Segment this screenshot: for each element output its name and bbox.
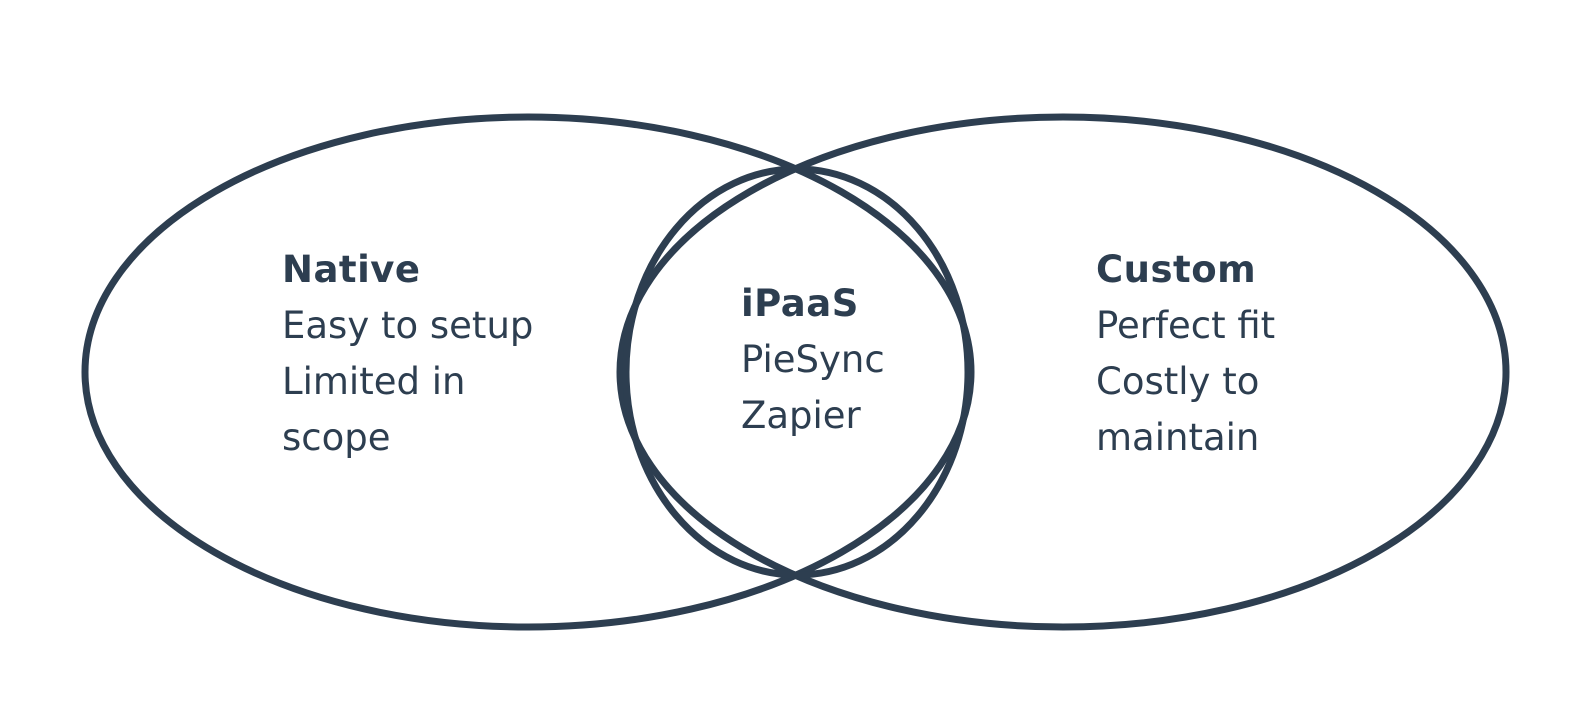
custom-group: Custom Perfect fit Costly to maintain [1096, 242, 1396, 466]
ipaas-group: iPaaS PieSync Zapier [741, 276, 961, 444]
ipaas-title: iPaaS [741, 282, 859, 325]
native-line-1: Easy to setup [282, 304, 534, 347]
custom-line-2: Costly to [1096, 360, 1260, 403]
native-title: Native [282, 248, 421, 291]
custom-ellipse [616, 113, 1510, 631]
native-group: Native Easy to setup Limited in scope [282, 242, 562, 466]
ipaas-ellipse [622, 165, 972, 579]
custom-title: Custom [1096, 248, 1257, 291]
native-line-2: Limited in [282, 360, 466, 403]
ipaas-line-2: Zapier [741, 394, 861, 437]
native-line-3: scope [282, 416, 391, 459]
custom-line-1: Perfect fit [1096, 304, 1276, 347]
ipaas-line-1: PieSync [741, 338, 885, 381]
custom-line-3: maintain [1096, 416, 1260, 459]
